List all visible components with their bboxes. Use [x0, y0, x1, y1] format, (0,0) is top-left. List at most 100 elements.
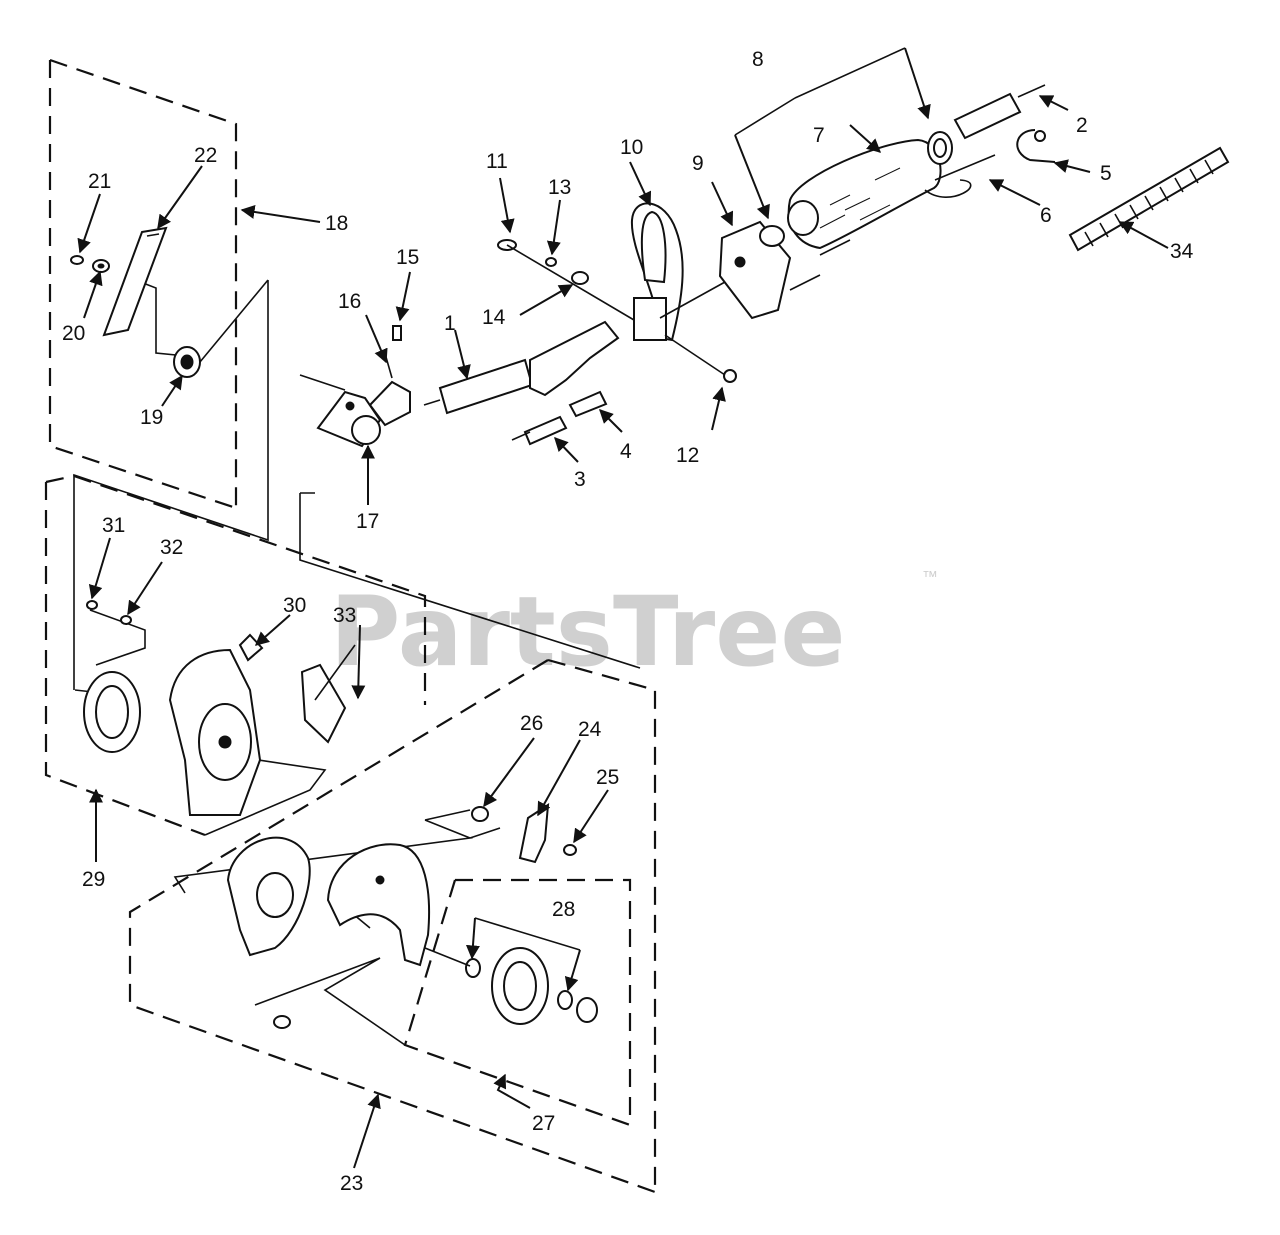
callout-8: 8	[752, 48, 764, 71]
leader-28b	[564, 949, 581, 992]
part-28-wheel	[424, 947, 598, 1025]
callout-6: 6	[1040, 204, 1052, 227]
group-line-22	[142, 282, 187, 357]
part-23-housing-left	[226, 836, 311, 957]
callout-17: 17	[356, 510, 379, 533]
callout-27: 27	[532, 1112, 555, 1135]
part-8-rings	[927, 131, 953, 165]
leader-23	[353, 1093, 381, 1169]
part-1-shaft	[423, 358, 534, 415]
part-17-elbow-housing	[316, 380, 411, 448]
leader-30	[254, 614, 291, 646]
callout-9: 9	[692, 152, 704, 175]
callout-24: 24	[578, 718, 602, 741]
leader-10	[629, 161, 652, 207]
callout-23: 23	[340, 1172, 363, 1195]
callout-33: 33	[333, 604, 356, 627]
callout-21: 21	[88, 170, 111, 193]
callout-10: 10	[620, 136, 643, 159]
leader-1	[454, 329, 471, 380]
callout-34: 34	[1170, 240, 1194, 263]
part-23-housing-right	[326, 843, 431, 967]
callout-20: 20	[62, 322, 85, 345]
leader-31	[88, 537, 111, 600]
part-3-4-tube	[511, 320, 620, 446]
callout-18: 18	[325, 212, 348, 235]
leader-2	[1038, 95, 1069, 111]
callout-5: 5	[1100, 162, 1112, 185]
leader-8a	[904, 47, 931, 120]
leader-5	[1053, 159, 1091, 173]
callout-2: 2	[1076, 114, 1088, 137]
leader-12	[711, 386, 726, 431]
part-33-plate	[300, 644, 356, 744]
part-9-switch-housing	[718, 220, 792, 320]
part-19-bearing	[173, 346, 201, 378]
part-7-motor-housing	[787, 138, 942, 250]
leader-13	[546, 199, 561, 256]
part-11-13-14-fasteners	[497, 239, 635, 321]
callout-15: 15	[396, 246, 419, 269]
callout-11: 11	[486, 150, 508, 173]
callout-12: 12	[676, 444, 699, 467]
callout-28: 28	[552, 898, 575, 921]
leader-7a	[849, 124, 882, 153]
callout-29: 29	[82, 868, 105, 891]
part-6-cable	[789, 154, 996, 291]
part-12-bolt	[664, 334, 737, 383]
leader-18	[240, 204, 321, 223]
leader-24	[537, 739, 581, 817]
leader-22	[157, 165, 203, 230]
leader-20	[83, 270, 103, 319]
callout-31: 31	[102, 514, 125, 537]
leader-32	[127, 561, 163, 616]
group-outline-23	[128, 658, 657, 1194]
part-25-nut	[563, 844, 577, 856]
leader-8-bar	[734, 47, 906, 136]
part-26-washer	[471, 806, 489, 822]
leader-26	[483, 737, 535, 808]
callout-30: 30	[283, 594, 306, 617]
group-line-23-inner	[173, 809, 501, 1046]
leader-19	[161, 374, 183, 407]
part-24-bracket	[518, 803, 550, 864]
callout-7: 7	[813, 124, 825, 147]
watermark-text: PartsTree	[330, 576, 845, 688]
part-31-32-fasteners	[86, 600, 132, 625]
part-5-clip	[1016, 129, 1056, 163]
leader-6	[988, 179, 1041, 206]
part-16-screw	[383, 349, 393, 379]
callout-19: 19	[140, 406, 163, 429]
part-30-fan-housing	[168, 633, 264, 816]
callout-1: 1	[444, 312, 456, 335]
callout-13: 13	[548, 176, 571, 199]
callout-3: 3	[574, 468, 586, 491]
leader-27	[493, 1073, 531, 1109]
part-2-rod	[953, 84, 1046, 140]
part-23-screw	[273, 1015, 291, 1029]
group-outline-18	[48, 58, 238, 510]
callout-26: 26	[520, 712, 543, 735]
group-outline-29	[44, 474, 427, 837]
leader-21	[77, 193, 101, 254]
leader-9	[711, 181, 734, 227]
leader-28-bar	[474, 917, 581, 951]
part-15-bolt	[392, 325, 402, 341]
callout-16: 16	[338, 290, 361, 313]
part-34-spring	[1068, 146, 1230, 252]
callout-32: 32	[160, 536, 183, 559]
leader-25	[573, 789, 609, 844]
callout-22: 22	[194, 144, 217, 167]
leader-16	[365, 314, 388, 364]
part-20-washer	[92, 259, 110, 273]
leader-11	[499, 177, 515, 234]
leader-28a	[465, 917, 480, 960]
leader-14	[519, 284, 574, 316]
watermark-trademark: ™	[922, 569, 938, 586]
callout-25: 25	[596, 766, 619, 789]
part-21-screw	[70, 255, 84, 265]
leader-15	[395, 271, 411, 322]
part-29-gasket	[83, 671, 141, 753]
group-line-main	[299, 374, 641, 669]
